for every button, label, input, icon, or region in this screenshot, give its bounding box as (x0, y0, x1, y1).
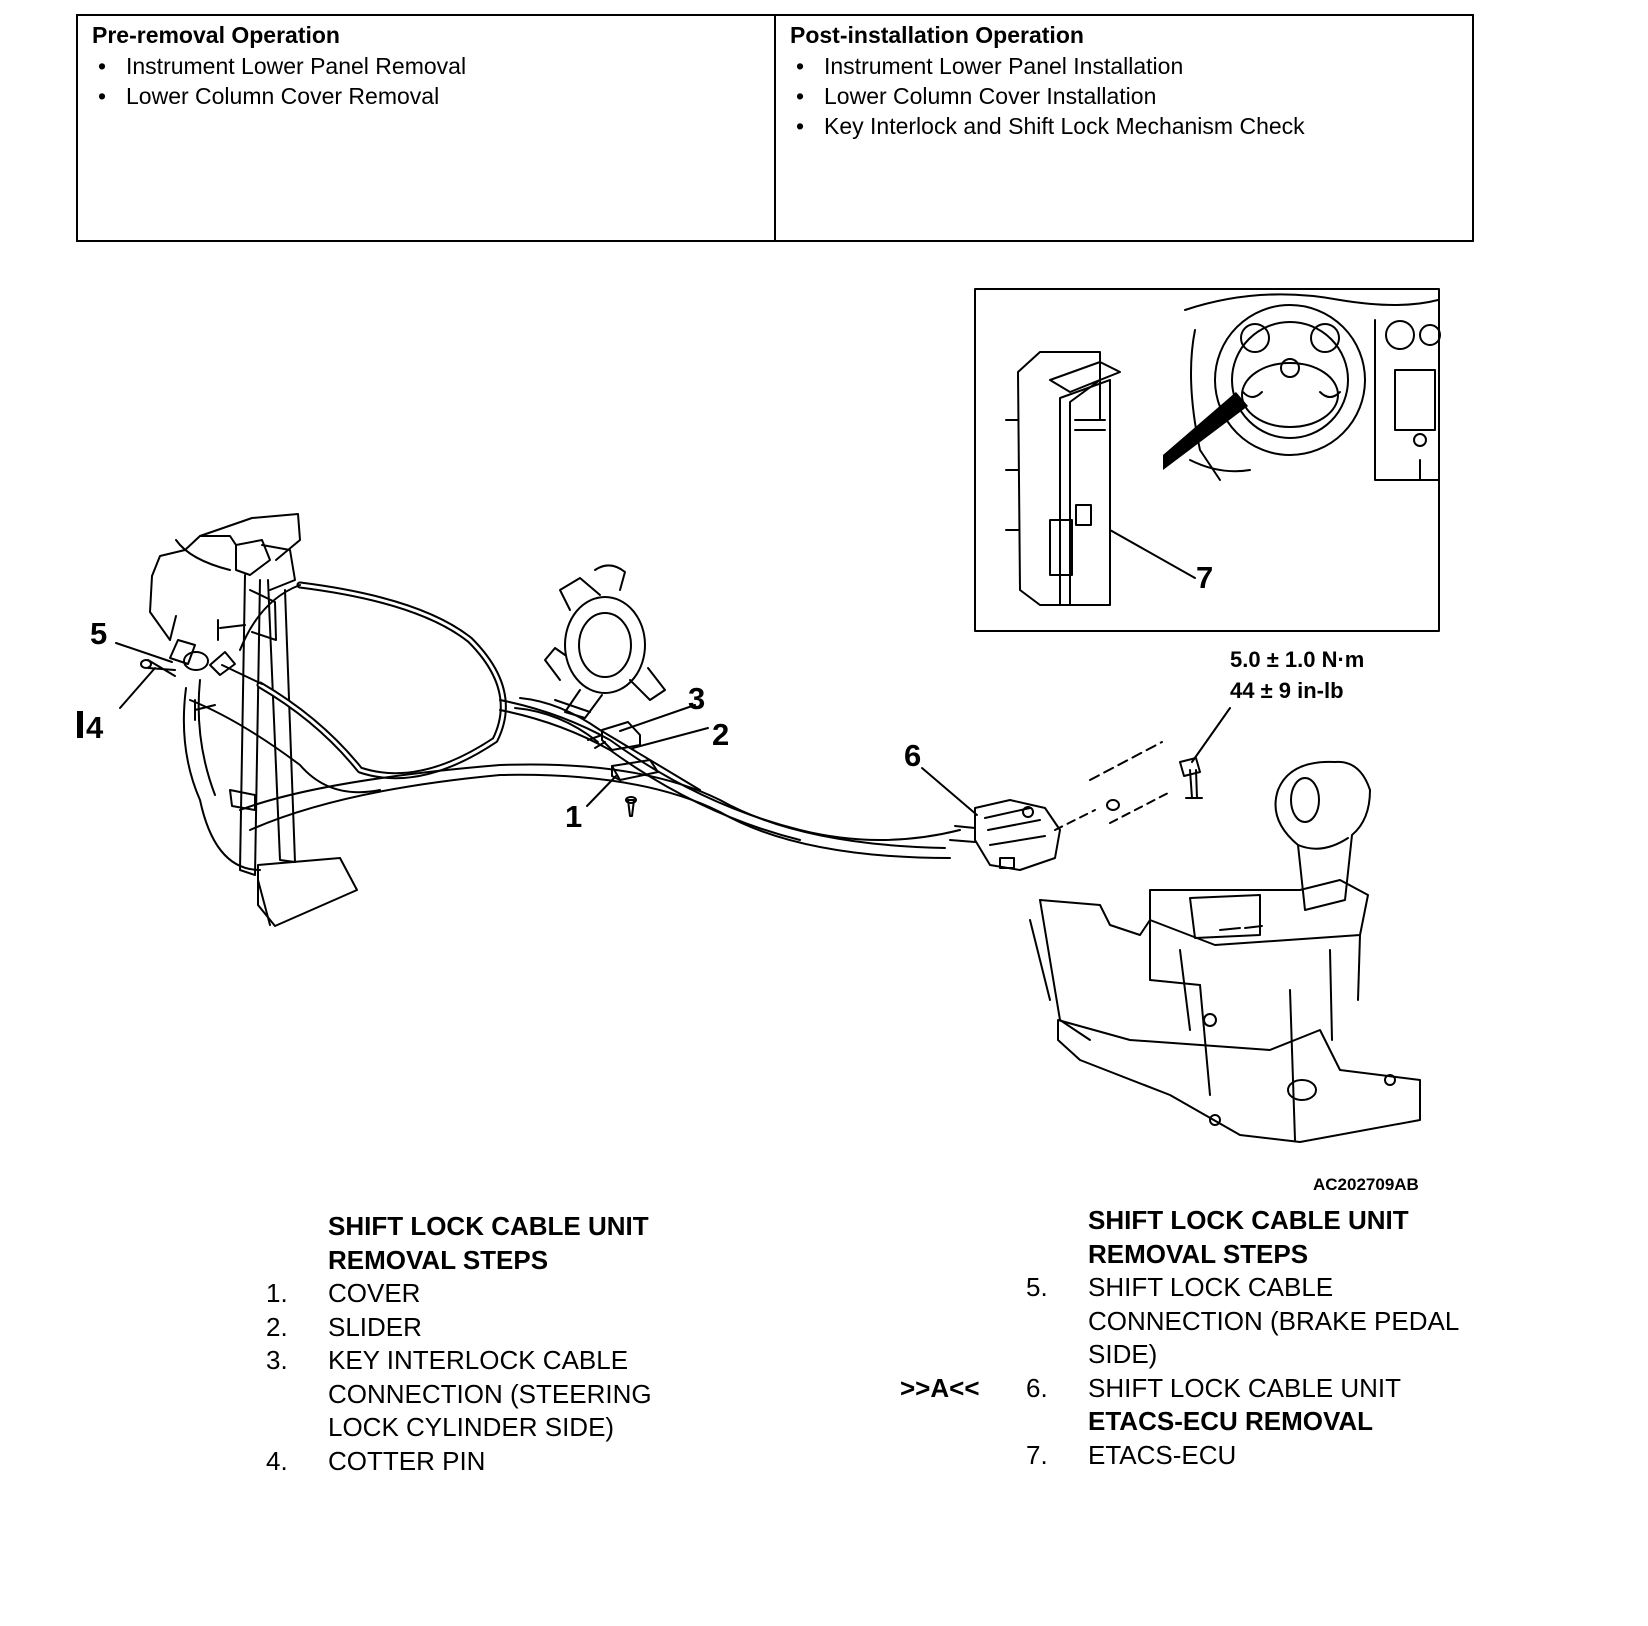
step-text: COVER (328, 1278, 421, 1308)
operations-table: Pre-removal Operation Instrument Lower P… (76, 14, 1474, 242)
bolt-dash-line (1109, 791, 1171, 824)
post-installation-item: Lower Column Cover Installation (790, 81, 1458, 111)
post-installation-list: Instrument Lower Panel Installation Lowe… (790, 51, 1458, 141)
removal-steps-right: SHIFT LOCK CABLE UNIT REMOVAL STEPS 5. S… (900, 1204, 1500, 1472)
steps-heading-line: SHIFT LOCK CABLE UNIT (328, 1211, 649, 1241)
key-interlock-cable (514, 697, 701, 791)
torque-metric: 5.0 ± 1.0 N·m (1230, 647, 1364, 672)
step-item-6: >>A<< 6. SHIFT LOCK CABLE UNIT (900, 1372, 1500, 1406)
shift-lock-cable-unit (949, 799, 1061, 871)
leader-line-torque (1191, 707, 1231, 763)
step-item-7: 7. ETACS-ECU (900, 1439, 1500, 1473)
step-item-2: 2. SLIDER (266, 1311, 726, 1345)
bracket-dash-line (1089, 741, 1163, 781)
step-number: 5. (1026, 1272, 1048, 1302)
cable-end-ring (1106, 799, 1120, 811)
cover-part (611, 759, 659, 781)
callout-4-marker (77, 711, 83, 738)
step-text: KEY INTERLOCK CABLE CONNECTION (STEERING… (328, 1344, 726, 1445)
pre-removal-column: Pre-removal Operation Instrument Lower P… (78, 16, 774, 240)
shift-lock-cable-diagram: 5 4 3 2 1 6 7 5.0 ± 1.0 N·m 44 ± 9 in-lb… (77, 288, 1441, 1194)
callout-5: 5 (90, 616, 107, 651)
callout-2: 2 (712, 717, 729, 752)
cotter-pin-part (140, 659, 176, 677)
callout-3: 3 (688, 681, 705, 716)
step-number: 3. (266, 1345, 288, 1375)
leader-line-1 (586, 775, 617, 807)
location-pointer (1163, 392, 1248, 470)
post-installation-column: Post-installation Operation Instrument L… (774, 16, 1472, 240)
dashboard-illustration (1184, 293, 1441, 481)
step-text-line: KEY INTERLOCK CABLE (328, 1345, 629, 1375)
callout-4: 4 (86, 710, 104, 745)
etacs-ecu-illustration (1005, 351, 1121, 606)
step-item-3: 3. KEY INTERLOCK CABLE CONNECTION (STEER… (266, 1344, 726, 1445)
step-number: 4. (266, 1445, 288, 1476)
step-number: 2. (266, 1311, 288, 1342)
bolt-part (1179, 757, 1203, 799)
shift-lever-console (1029, 760, 1421, 1143)
step-text: ETACS-ECU (1088, 1439, 1237, 1470)
post-installation-item: Instrument Lower Panel Installation (790, 51, 1458, 81)
steps-heading-line: REMOVAL STEPS (1088, 1238, 1309, 1269)
leader-line-7 (1109, 529, 1196, 579)
step-text: COTTER PIN (328, 1445, 486, 1476)
callout-6: 6 (904, 738, 921, 773)
etacs-ecu-inset-frame (974, 288, 1440, 632)
step-text-line: LOCK CYLINDER SIDE) (328, 1412, 615, 1442)
step-text: SLIDER (328, 1311, 422, 1342)
steps-heading-line: SHIFT LOCK CABLE UNIT (1088, 1205, 1409, 1235)
leader-line-6 (921, 767, 978, 816)
callout-7: 7 (1196, 560, 1213, 595)
step-text-line: SIDE) (1088, 1339, 1158, 1369)
removal-steps-left: SHIFT LOCK CABLE UNIT REMOVAL STEPS 1. C… (266, 1210, 726, 1478)
pre-removal-item: Lower Column Cover Removal (92, 81, 760, 111)
slider-part (587, 721, 641, 751)
post-installation-item: Key Interlock and Shift Lock Mechanism C… (790, 111, 1458, 141)
step-item-4: 4. COTTER PIN (266, 1445, 726, 1479)
procedure-reference: >>A<< (900, 1372, 980, 1403)
step-text: SHIFT LOCK CABLE CONNECTION (BRAKE PEDAL… (1088, 1271, 1500, 1372)
steps-heading: SHIFT LOCK CABLE UNIT REMOVAL STEPS (266, 1210, 726, 1277)
shift-lock-cable (189, 581, 961, 859)
leader-line-3 (619, 704, 696, 732)
cable-dash-line (1054, 809, 1096, 831)
step-number: 7. (1026, 1439, 1048, 1470)
step-ref-empty (900, 1439, 1026, 1473)
steering-lock-cylinder (544, 564, 666, 719)
step-number: 6. (1026, 1372, 1048, 1403)
callout-1: 1 (565, 799, 582, 834)
pre-removal-list: Instrument Lower Panel Removal Lower Col… (92, 51, 760, 111)
leader-line-4 (119, 667, 156, 709)
figure-id: AC202709AB (1313, 1175, 1419, 1194)
etacs-heading: ETACS-ECU REMOVAL (1088, 1406, 1374, 1436)
brake-pedal-assembly (149, 513, 358, 927)
step-text-line: CONNECTION (BRAKE PEDAL (1088, 1305, 1460, 1336)
leader-line-5 (115, 642, 173, 663)
cover-screw (625, 796, 637, 817)
pre-removal-item: Instrument Lower Panel Removal (92, 51, 760, 81)
step-item-5: 5. SHIFT LOCK CABLE CONNECTION (BRAKE PE… (900, 1271, 1500, 1372)
torque-imperial: 44 ± 9 in-lb (1230, 678, 1344, 703)
step-number: 1. (266, 1278, 288, 1308)
leader-line-2 (632, 727, 709, 749)
step-ref-empty (900, 1271, 1026, 1372)
steps-heading: SHIFT LOCK CABLE UNIT REMOVAL STEPS (900, 1204, 1500, 1271)
pre-removal-title: Pre-removal Operation (92, 22, 340, 48)
step-text: SHIFT LOCK CABLE UNIT (1088, 1372, 1402, 1403)
post-installation-title: Post-installation Operation (790, 22, 1084, 48)
step-text-line: SHIFT LOCK CABLE (1088, 1272, 1334, 1302)
step-text-line: CONNECTION (STEERING (328, 1378, 652, 1409)
step-item-1: 1. COVER (266, 1277, 726, 1311)
steps-heading-line: REMOVAL STEPS (328, 1244, 549, 1275)
